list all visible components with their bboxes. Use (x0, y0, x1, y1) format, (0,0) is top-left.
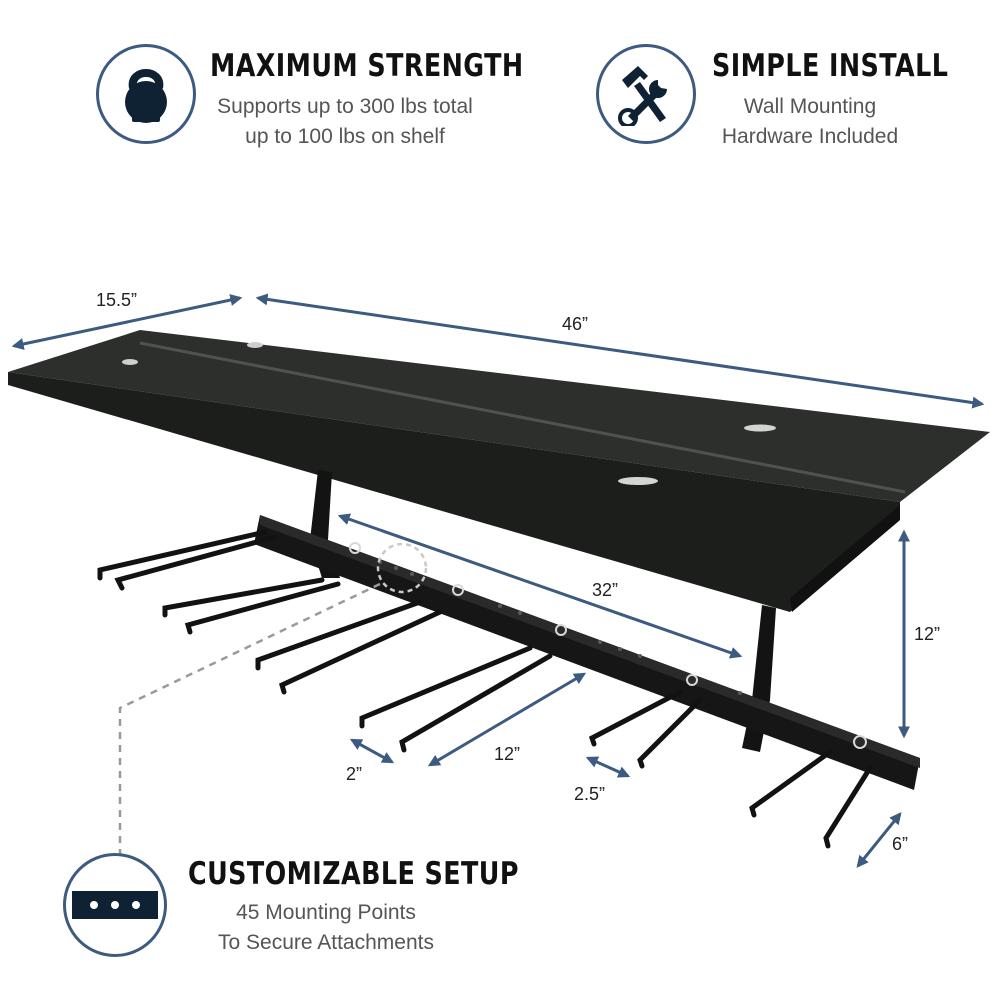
shelf-bolt (122, 359, 138, 365)
setup-icon-circle (63, 853, 167, 957)
strength-line-2: up to 100 lbs on shelf (245, 125, 445, 148)
hook (359, 645, 533, 729)
hook-depth-label: 6” (892, 834, 909, 854)
hook-gap-large-label: 2.5” (574, 784, 606, 804)
hook-length-arrow (427, 672, 587, 767)
strength-line-1: Supports up to 300 lbs total (217, 95, 473, 118)
hook (588, 689, 683, 747)
hook (162, 577, 325, 618)
bar-length-arrow (337, 513, 743, 659)
depth-arrow (11, 294, 243, 350)
shelf-bolt (744, 424, 776, 432)
rail-highlight-circle (376, 542, 428, 594)
bar-length-label: 32” (592, 580, 619, 600)
hook-length-label: 12” (494, 744, 521, 764)
install-icon-circle (596, 44, 696, 144)
hook (749, 749, 833, 818)
setup-line-1: 45 Mounting Points (236, 901, 416, 924)
width-arrow (255, 293, 985, 409)
setup-title: CUSTOMIZABLE SETUP (188, 856, 519, 892)
setup-line-2: To Secure Attachments (218, 931, 434, 954)
strength-icon-circle (96, 44, 196, 144)
hook (114, 534, 278, 591)
shelf-bolt (618, 477, 658, 485)
hammer-wrench-icon (618, 66, 667, 126)
install-title: SIMPLE INSTALL (712, 48, 949, 84)
hook (823, 765, 873, 849)
mounting-rail-icon (72, 891, 158, 919)
kettlebell-icon (125, 69, 167, 123)
setup-leader-line (118, 582, 381, 860)
hook (97, 529, 268, 581)
setup-description: 45 Mounting Points To Secure Attachments (186, 898, 466, 958)
width-label: 46” (562, 314, 589, 334)
hook-gap-small-arrow (349, 738, 395, 764)
height-label: 12” (914, 624, 941, 644)
install-description: Wall Mounting Hardware Included (690, 92, 930, 152)
depth-label: 15.5” (96, 290, 138, 310)
install-line-2: Hardware Included (721, 125, 899, 148)
hook-depth-arrow (856, 812, 902, 868)
strength-title: MAXIMUM STRENGTH (210, 48, 524, 84)
shelf-bolt (247, 342, 263, 348)
hook-gap-small-label: 2” (346, 764, 363, 784)
install-line-1: Wall Mounting (743, 95, 877, 118)
strength-description: Supports up to 300 lbs total up to 100 l… (200, 92, 490, 152)
hook-gap-large-arrow (585, 756, 631, 778)
shelf-top (8, 330, 990, 502)
hook (637, 697, 703, 769)
hook (184, 581, 341, 635)
